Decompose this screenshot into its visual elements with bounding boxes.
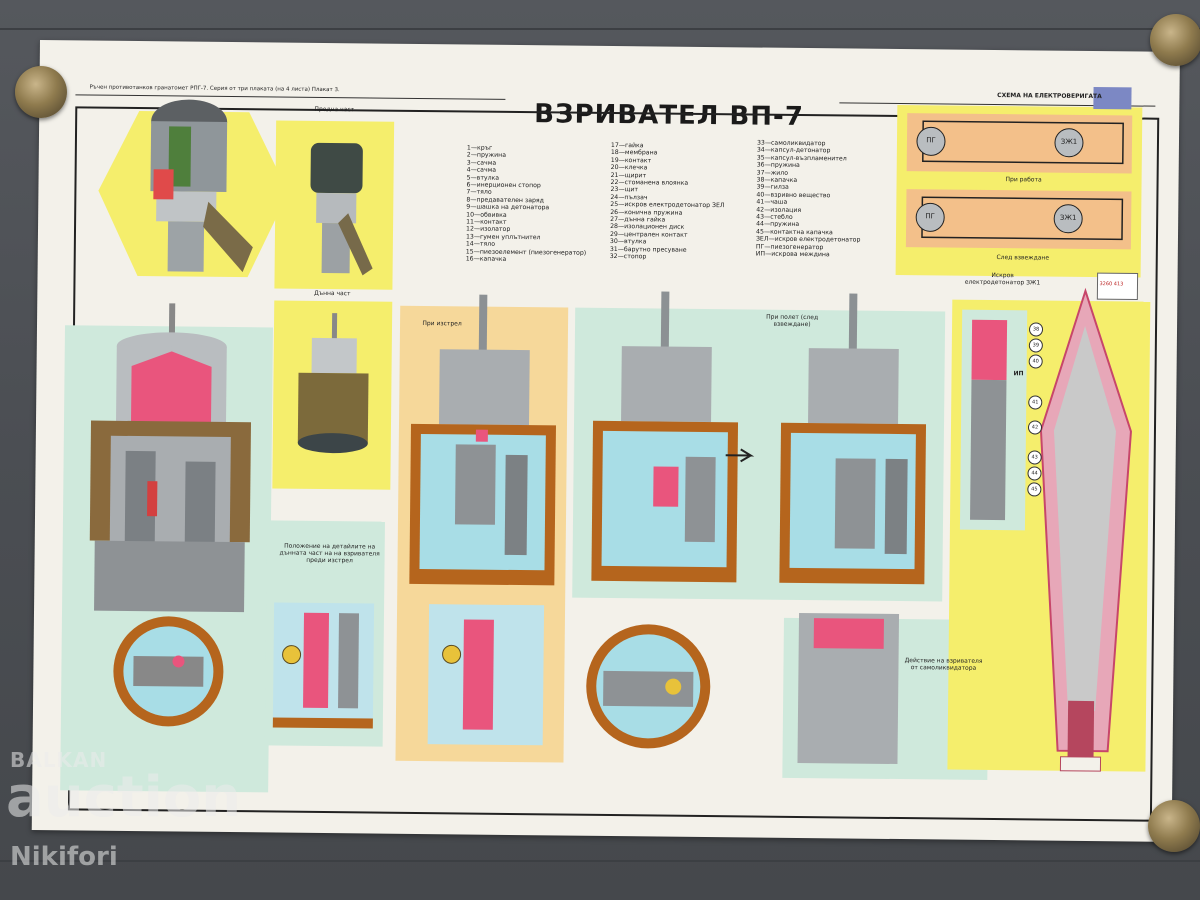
cutaway-at-flight xyxy=(591,291,755,583)
callout-number: 41 xyxy=(1028,395,1043,410)
callout-number: 39 xyxy=(1028,338,1043,353)
callout-number: 45 xyxy=(1027,482,1042,497)
shot-bottom-contact xyxy=(442,644,462,664)
front-part-image xyxy=(310,142,373,276)
floor-seam xyxy=(0,28,1200,30)
corner-sticker xyxy=(1093,87,1132,110)
callout-number: 44 xyxy=(1027,466,1042,481)
watermark-line-1: BALKAN xyxy=(10,748,108,772)
zhk-symbol-armed xyxy=(1053,204,1083,234)
poster-sheet: Ръчен противотанков гранатомет РПГ-7. Се… xyxy=(31,40,1180,842)
position-detail xyxy=(272,602,375,729)
self-destruct-cutaway xyxy=(797,612,900,765)
floor-seam xyxy=(0,860,1200,862)
callout-number: 43 xyxy=(1027,450,1042,465)
spark-detonator-charge xyxy=(971,319,1008,381)
shot-bottom-pin xyxy=(462,619,494,730)
back-part-label: Дънна част xyxy=(314,289,351,298)
watermark-line-3: Nikifori xyxy=(10,842,118,872)
spark-detonator-body xyxy=(970,379,1007,521)
front-part-label: Предна част xyxy=(314,105,355,114)
at-shot-label: При изстрел xyxy=(422,320,462,328)
caption-at-work: При работа xyxy=(1005,176,1042,184)
poster-illustrations xyxy=(60,87,1151,793)
callout-number: 38 xyxy=(1028,322,1044,337)
round-section-detail xyxy=(113,616,224,727)
round-flight-detail xyxy=(586,624,711,749)
projectile-section xyxy=(1039,287,1132,772)
electric-scheme-title: СХЕМА НА ЕЛЕКТРОВЕРИГАТА xyxy=(997,92,1102,101)
watermark-line-2: auction xyxy=(6,765,242,830)
ip-label: ИП xyxy=(1013,370,1024,378)
pg-symbol xyxy=(916,126,946,156)
caption-after-arming: След взвеждане xyxy=(996,254,1050,262)
pg-symbol-armed xyxy=(915,202,945,232)
cutaway-at-shot xyxy=(409,294,556,586)
zhk-label-armed: ЗЖ1 xyxy=(1059,213,1077,222)
callout-number: 40 xyxy=(1028,354,1043,369)
brass-bolt xyxy=(1150,14,1200,66)
zhk-symbol xyxy=(1054,128,1084,158)
zhk-label: ЗЖ1 xyxy=(1060,137,1078,146)
pg-label-armed: ПГ xyxy=(925,212,936,221)
self-destruct-label: Действие на взривателя от самоликвидатор… xyxy=(904,657,983,672)
scheme-work-bg xyxy=(906,113,1133,174)
back-part-image xyxy=(297,313,369,454)
spark-detonator-label: Искров електродетонатор ЗЖ1 xyxy=(964,271,1041,287)
callout-number: 42 xyxy=(1027,420,1043,435)
stamp-text: 3260 413 xyxy=(1099,281,1124,288)
brass-bolt xyxy=(1148,800,1200,852)
position-label: Положение на детайлите на дънната част н… xyxy=(279,542,380,565)
main-cutaway xyxy=(89,303,252,613)
at-flight-label: При полет (след взвеждане) xyxy=(766,313,819,329)
cutaway-after-arming xyxy=(779,293,927,585)
pg-label: ПГ xyxy=(926,136,936,145)
inventory-stamp xyxy=(1096,272,1139,301)
self-destruct-charge xyxy=(813,618,884,649)
brass-bolt xyxy=(15,66,67,118)
scheme-armed-bg xyxy=(905,189,1132,250)
fuse-head-cutaway xyxy=(150,99,253,273)
